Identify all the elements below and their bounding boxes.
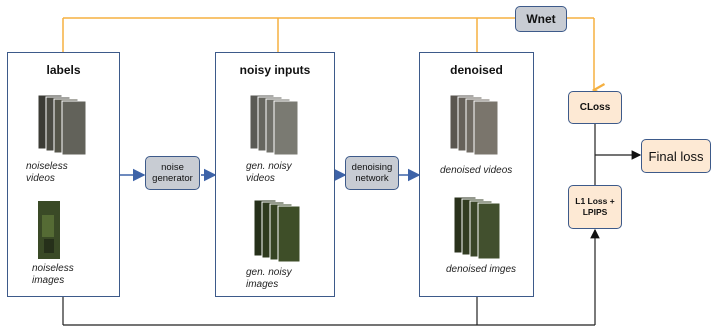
noise-generator-box: noise generator <box>145 156 200 190</box>
denoised-images-caption: denoised imges <box>446 264 517 275</box>
panel-title: denoised <box>450 63 503 77</box>
denoising-network-label: denoising network <box>351 162 393 184</box>
final-loss-label: Final loss <box>648 148 704 164</box>
denoised-panel: denoised denoised videos denoised imges <box>419 52 534 297</box>
noiseless-images-caption: noiseless images <box>32 263 74 286</box>
wnet-label: Wnet <box>526 11 556 26</box>
panel-title: labels <box>46 63 81 77</box>
denoised-videos-thumbnail <box>450 94 499 155</box>
denoising-network-box: denoising network <box>345 156 399 190</box>
denoised-images-thumbnail <box>454 196 501 259</box>
noiseless-videos-caption: noiseless videos <box>26 161 68 184</box>
loss-lines <box>62 124 642 326</box>
panel-title: noisy inputs <box>239 63 311 77</box>
l1-lpips-box: L1 Loss + LPIPS <box>568 185 622 229</box>
labels-panel: labels noiseless videos noiseless images <box>7 52 120 297</box>
wnet-box: Wnet <box>515 6 567 32</box>
noisy-videos-thumbnail <box>250 94 299 155</box>
closs-box: CLoss <box>568 91 622 124</box>
wnet-feed-lines <box>62 17 606 97</box>
noiseless-videos-thumbnail <box>38 94 87 155</box>
final-loss-box: Final loss <box>641 139 711 173</box>
noisy-videos-caption: gen. noisy videos <box>246 161 292 184</box>
denoised-videos-caption: denoised videos <box>440 165 513 176</box>
closs-label: CLoss <box>579 102 611 113</box>
noisy-images-caption: gen. noisy images <box>246 267 292 290</box>
noise-generator-label: noise generator <box>152 162 193 184</box>
noiseless-image-thumbnail <box>38 201 60 259</box>
noisy-inputs-panel: noisy inputs gen. noisy videos gen. nois… <box>215 52 335 297</box>
l1-lpips-label: L1 Loss + LPIPS <box>575 196 615 217</box>
noisy-images-thumbnail <box>254 199 301 262</box>
